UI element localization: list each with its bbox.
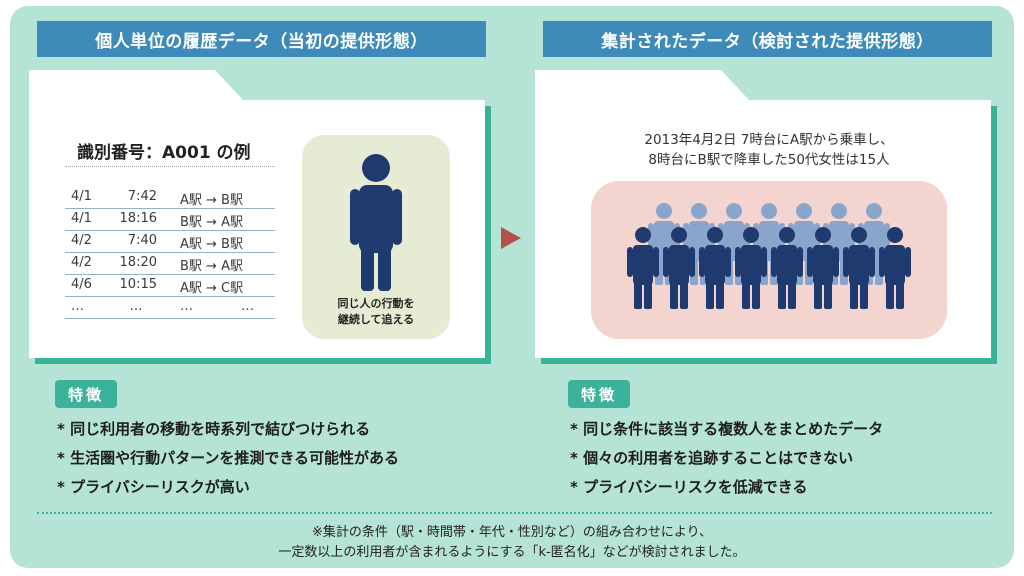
title-divider [65,166,275,167]
person-caption-line-2: 継続して追える [337,313,415,326]
example-title: 識別番号：A001 の例 [77,143,251,163]
time-cell: 18:20 [119,255,157,270]
ellipsis-cell: … [129,299,143,314]
person-icon-front [663,227,695,309]
person-icon-front [771,227,803,309]
ellipsis-cell: … [180,299,193,314]
right-feature-badge: 特徴 [568,380,630,408]
route-cell: B駅 → A駅 [180,259,243,274]
person-icon-front [843,227,875,309]
note-line-1: ※集計の条件（駅・時間帯・年代・性別など）の組み合わせにより、 [311,525,713,540]
person-icon-front [879,227,911,309]
person-caption: 同じ人の行動を 継続して追える [302,296,450,328]
crowd-icon [627,203,911,309]
date-cell: 4/6 [71,277,92,292]
left-feature-3: * プライバシーリスクが高い [57,478,250,496]
person-icon-front [735,227,767,309]
right-feature-1: * 同じ条件に該当する複数人をまとめたデータ [570,420,884,438]
route-cell: A駅 → B駅 [180,193,243,208]
table-row: 4/2 18:20 B駅 → A駅 [65,252,275,275]
right-header: 集計されたデータ（検討された提供形態） [543,21,992,57]
person-icon-front [627,227,659,309]
aggregate-description: 2013年4月2日 7時台にA駅から乗車し、 8時台にB駅で降車した50代女性は… [568,130,970,170]
date-cell: 4/1 [71,211,92,226]
aggregate-description-line-1: 2013年4月2日 7時台にA駅から乗車し、 [644,132,894,148]
table-row: 4/1 7:42 A駅 → B駅 [65,186,275,209]
left-feature-1: * 同じ利用者の移動を時系列で結びつけられる [57,420,371,438]
table-row: 4/2 7:40 A駅 → B駅 [65,230,275,253]
ellipsis-cell: … [241,299,254,314]
right-arrow-icon [501,227,521,249]
person-icon-front [807,227,839,309]
table-row: 4/6 10:15 A駅 → C駅 [65,274,275,297]
route-cell: A駅 → C駅 [180,281,244,296]
ellipsis-cell: … [71,299,84,314]
person-caption-line-1: 同じ人の行動を [337,297,415,310]
date-cell: 4/2 [71,233,92,248]
date-cell: 4/2 [71,255,92,270]
left-header: 個人単位の履歴データ（当初の提供形態） [37,21,486,57]
time-cell: 7:40 [127,233,157,248]
dotted-divider [37,512,992,514]
person-icon-front [699,227,731,309]
table-row: 4/1 18:16 B駅 → A駅 [65,208,275,231]
time-cell: 18:16 [119,211,157,226]
table-row-ellipsis: … … … … [65,296,275,319]
time-cell: 7:42 [127,189,157,204]
left-feature-badge: 特徴 [55,380,117,408]
right-feature-2: * 個々の利用者を追跡することはできない [570,449,854,467]
date-cell: 4/1 [71,189,92,204]
route-cell: B駅 → A駅 [180,215,243,230]
right-feature-3: * プライバシーリスクを低減できる [570,478,808,496]
time-cell: 10:15 [119,277,157,292]
aggregate-description-line-2: 8時台にB駅で降車した50代女性は15人 [648,152,890,168]
left-feature-2: * 生活圏や行動パターンを推測できる可能性がある [57,449,400,467]
person-panel [302,135,450,339]
route-cell: A駅 → B駅 [180,237,243,252]
person-icon [350,154,402,291]
note-line-2: 一定数以上の利用者が含まれるようにする「k-匿名化」などが検討されました。 [278,545,746,560]
